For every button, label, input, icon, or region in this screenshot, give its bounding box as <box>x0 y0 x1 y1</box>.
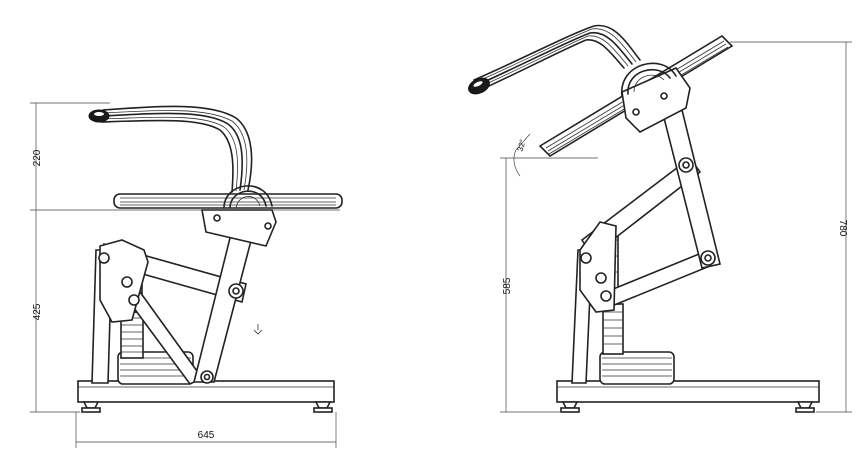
right-frame <box>571 109 721 384</box>
left-backrest-arm <box>88 105 253 193</box>
right-backrest-hoop <box>621 62 677 97</box>
dimension-seat-height-reclined: 585 <box>502 277 513 294</box>
dimension-backrest-height: 220 <box>32 149 43 166</box>
left-dimension-lines <box>30 102 340 448</box>
right-base <box>556 380 820 413</box>
left-seat-bracket <box>201 209 277 247</box>
left-base <box>77 380 335 413</box>
right-seat-bracket <box>621 67 691 133</box>
dimension-base-width: 645 <box>198 430 215 441</box>
left-view: 220 425 645 <box>30 102 343 448</box>
right-backrest-arm <box>468 24 641 95</box>
right-dimension-lines <box>500 41 852 413</box>
left-backrest-hoop <box>223 185 273 209</box>
dimension-recline-angle: 32° <box>516 138 528 152</box>
left-frame <box>91 213 260 386</box>
right-footrest <box>599 351 675 385</box>
left-seat-pad <box>113 193 343 209</box>
dimension-seat-height: 425 <box>32 303 43 320</box>
right-view: 585 780 32° <box>468 24 852 413</box>
dimension-overall-height: 780 <box>837 220 848 237</box>
